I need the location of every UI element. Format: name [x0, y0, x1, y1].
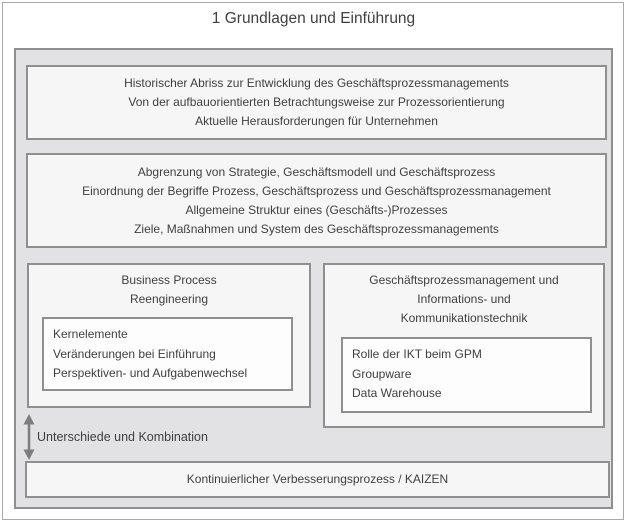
- box-title-line: Business Process: [121, 273, 217, 287]
- detail-item: Perspektiven- und Aufgabenwechsel: [53, 366, 248, 380]
- detail-item: Veränderungen bei Einführung: [53, 346, 216, 361]
- detail-item: Groupware: [352, 366, 412, 381]
- box-title-line: Geschäftsprozessmanagement und: [369, 273, 559, 287]
- connector-label: Unterschiede und Kombination: [37, 430, 208, 444]
- topic-box-kaizen: Kontinuierlicher Verbesserungsprozess / …: [25, 461, 610, 498]
- vertical-double-arrow-icon: [21, 414, 37, 460]
- detail-box-bpr: Kernelemente Veränderungen bei Einführun…: [42, 317, 293, 391]
- detail-item: Rolle der IKT beim GPM: [352, 347, 482, 361]
- box-title: Business Process Reengineering: [29, 265, 309, 309]
- chapter-title: 1 Grundlagen und Einführung: [211, 10, 416, 27]
- detail-item: Data Warehouse: [352, 386, 442, 400]
- topic-box-scope: Abgrenzung von Strategie, Geschäftsmodel…: [26, 153, 607, 248]
- topic-line: Historischer Abriss zur Entwicklung des …: [124, 76, 509, 90]
- main-container: Historischer Abriss zur Entwicklung des …: [14, 48, 613, 509]
- topic-line: Aktuelle Herausforderungen für Unternehm…: [195, 114, 438, 128]
- topic-line: Kontinuierlicher Verbesserungsprozess / …: [186, 472, 449, 486]
- topic-line: Von der aufbauorientierten Betrachtungsw…: [128, 95, 505, 109]
- detail-item: Kernelemente: [53, 327, 128, 341]
- box-title-line: Kommunikationstechnik: [400, 311, 528, 325]
- connector-unterschiede: Unterschiede und Kombination: [21, 414, 208, 460]
- topic-box-business-process-reengineering: Business Process Reengineering Kerneleme…: [27, 263, 311, 408]
- topic-line: Ziele, Maßnahmen und System des Geschäft…: [134, 221, 499, 236]
- topic-line: Allgemeine Struktur eines (Geschäfts-)Pr…: [185, 202, 448, 217]
- box-title: Geschäftsprozessmanagement und Informati…: [325, 265, 603, 328]
- topic-box-gpm-ikt: Geschäftsprozessmanagement und Informati…: [323, 263, 605, 428]
- box-title-line: Reengineering: [129, 292, 209, 306]
- topic-line: Abgrenzung von Strategie, Geschäftsmodel…: [137, 164, 496, 179]
- box-title-line: Informations- und: [417, 292, 511, 306]
- topic-box-history: Historischer Abriss zur Entwicklung des …: [26, 65, 607, 140]
- detail-box-ikt: Rolle der IKT beim GPM Groupware Data Wa…: [341, 337, 592, 413]
- topic-line: Einordnung der Begriffe Prozess, Geschäf…: [82, 183, 551, 198]
